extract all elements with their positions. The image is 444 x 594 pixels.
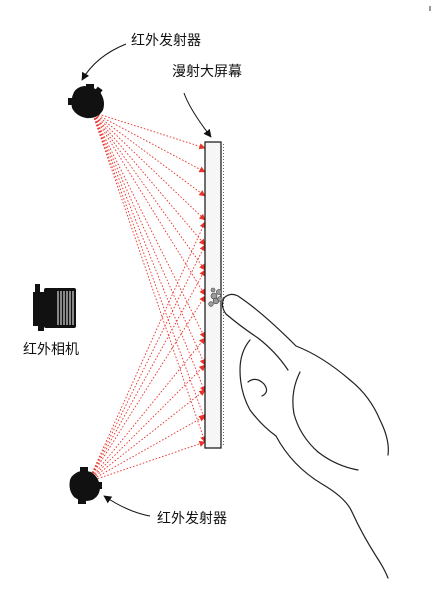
top-emitter-icon — [68, 84, 104, 119]
camera-label: 红外相机 — [23, 342, 79, 358]
bottom-emitter-ray-4 — [87, 337, 206, 483]
top-emitter-ray-5 — [91, 111, 206, 271]
bottom-emitter-ray-8 — [87, 440, 206, 483]
top-emitter-ray-7 — [91, 111, 206, 339]
screen-label: 漫射大屏幕 — [172, 64, 242, 80]
top-emitter-leader — [81, 43, 127, 81]
bottom-emitter-icon — [69, 467, 102, 504]
top-emitter-ray-8 — [91, 111, 206, 366]
top-emitter-ray-10 — [91, 111, 207, 421]
touch-blob — [208, 287, 223, 307]
top-emitter-label: 红外发射器 — [131, 33, 201, 49]
bottom-emitter-leader — [103, 495, 151, 517]
top-emitter-ray-3 — [91, 111, 206, 221]
camera-icon — [33, 284, 76, 331]
bottom-emitter-ray-6 — [87, 389, 206, 483]
bottom-emitter-ray-7 — [87, 415, 206, 483]
screen-leader — [183, 92, 212, 138]
bottom-emitter-label: 红外发射器 — [157, 511, 227, 527]
top-emitter-ray-1 — [91, 111, 206, 173]
top-emitter-ray-0 — [91, 111, 206, 150]
bottom-emitter-ray-5 — [87, 364, 206, 483]
bottom-emitter-ray-1 — [87, 244, 206, 483]
hand-illustration — [221, 293, 389, 579]
bottom-emitter-ray-2 — [87, 269, 206, 483]
infrared-rays — [87, 111, 207, 483]
bottom-emitter-ray-3 — [87, 295, 206, 483]
top-emitter-ray-11 — [91, 111, 207, 443]
top-emitter-ray-9 — [91, 111, 206, 393]
bottom-emitter-ray-0 — [87, 221, 206, 483]
